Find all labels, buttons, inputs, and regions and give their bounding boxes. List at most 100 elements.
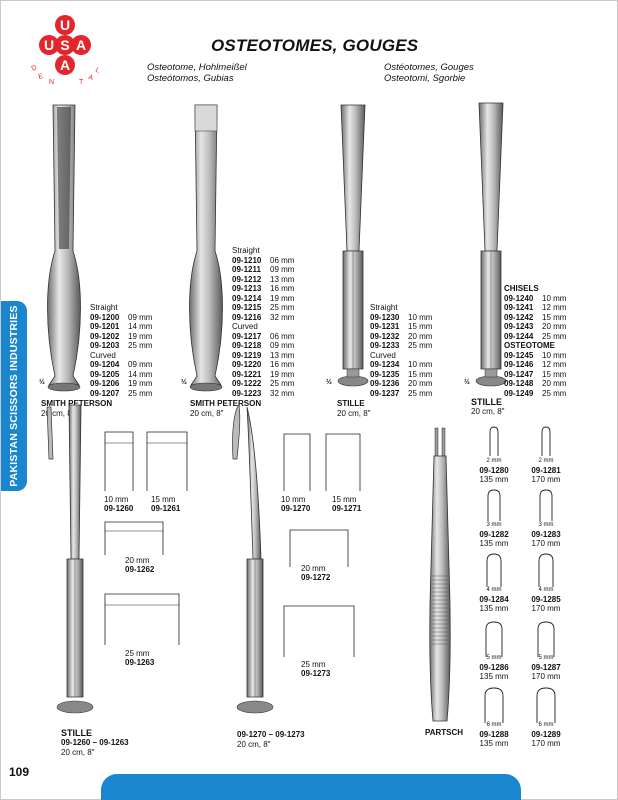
partsch-tip-1288 bbox=[484, 687, 504, 723]
partsch-tip-1289 bbox=[536, 687, 556, 723]
logo-letter-u2: U bbox=[44, 37, 54, 53]
svg-text:D: D bbox=[31, 64, 39, 73]
blade-profile-20mm bbox=[104, 521, 164, 555]
page-title: OSTEOTOMES, GOUGES bbox=[211, 36, 419, 55]
half-scale-3: ½ bbox=[326, 379, 332, 386]
blade-profile-15mm bbox=[146, 431, 188, 491]
group5-caption: STILLE 09-1260 – 09-1263 20 cm, 8" bbox=[61, 728, 129, 757]
subtitle-italian: Osteotomi, Sgorbie bbox=[384, 73, 466, 84]
partsch-tip-1287 bbox=[537, 621, 555, 657]
blade-profile-20mm-b bbox=[289, 529, 349, 567]
blade-profile-25mm bbox=[104, 593, 180, 645]
blade-profile-15mm-b bbox=[325, 433, 361, 491]
subtitle-spanish: Osteótomos, Gubias bbox=[147, 73, 234, 84]
group2-straight-heading: Straight bbox=[232, 246, 260, 255]
subtitle-german: Osteotome, Hohlmeißel bbox=[147, 62, 247, 73]
partsch-tip-1281 bbox=[541, 426, 551, 456]
svg-text:A: A bbox=[87, 74, 94, 82]
partsch-tip-1284 bbox=[486, 553, 502, 587]
svg-text:L: L bbox=[94, 67, 101, 75]
group3-caption: STILLE 20 cm, 8" bbox=[337, 399, 371, 418]
instrument-stille-gouge bbox=[337, 104, 369, 387]
half-scale-1: ½ bbox=[39, 379, 45, 386]
group6-caption: 09-1270 – 09-1273 20 cm, 8" bbox=[237, 730, 305, 749]
instrument-stille-osteotome bbox=[46, 404, 94, 714]
footer-bar bbox=[101, 774, 521, 800]
side-tab: PAKISTAN SCISSORS INDUSTRIES bbox=[1, 301, 27, 491]
usa-dental-logo: U U S A A D E N T A L bbox=[31, 15, 101, 86]
logo-letter-a2: A bbox=[60, 57, 70, 73]
side-tab-label: PAKISTAN SCISSORS INDUSTRIES bbox=[8, 305, 20, 487]
group1-straight-heading: Straight bbox=[90, 303, 118, 312]
partsch-caption: PARTSCH bbox=[425, 728, 464, 737]
group3-curved-heading: Curved bbox=[370, 350, 396, 360]
page-number: 109 bbox=[9, 765, 30, 779]
instrument-smith-peterson-gouge bbox=[47, 104, 81, 392]
group3-straight-heading: Straight bbox=[370, 303, 398, 312]
partsch-tip-1282 bbox=[487, 489, 501, 521]
blade-profile-10mm-b bbox=[283, 433, 311, 491]
group4-chisels-heading: CHISELS bbox=[504, 284, 539, 293]
instrument-curved-osteotome bbox=[232, 404, 274, 714]
partsch-tip-1280 bbox=[489, 426, 499, 456]
instrument-partsch bbox=[429, 427, 451, 722]
blade-profile-10mm bbox=[104, 431, 134, 491]
svg-text:T: T bbox=[79, 79, 84, 86]
logo-letter-u: U bbox=[60, 17, 70, 33]
group2-curved-heading: Curved bbox=[232, 322, 258, 331]
half-scale-4: ½ bbox=[464, 379, 470, 386]
